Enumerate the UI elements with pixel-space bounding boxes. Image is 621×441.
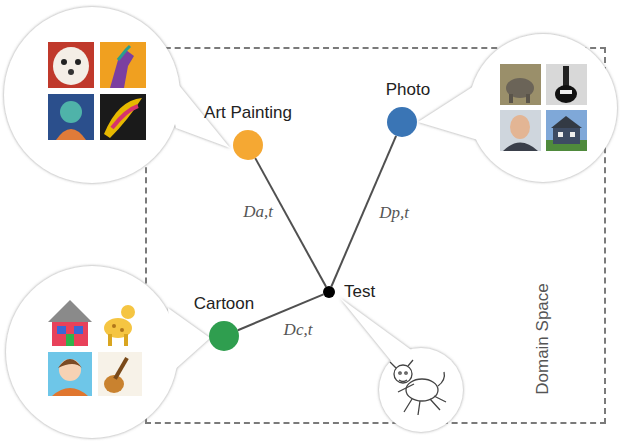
cartoon-bubble bbox=[6, 266, 210, 438]
photo-images bbox=[500, 64, 587, 151]
domain-dot: Art Painting bbox=[233, 130, 263, 160]
node-label: Test bbox=[344, 281, 375, 302]
distance-line bbox=[255, 158, 326, 287]
domain-dot: Cartoon bbox=[209, 321, 239, 351]
distance-label: Dc,t bbox=[282, 320, 315, 340]
cartoon-images bbox=[48, 300, 142, 396]
node-label: Art Painting bbox=[202, 102, 294, 123]
art-bubble bbox=[4, 7, 230, 183]
test-bubble bbox=[340, 298, 463, 432]
distance-label: Da,t bbox=[241, 202, 275, 222]
test-dot: Test bbox=[323, 286, 335, 298]
distance-label: Dp,t bbox=[377, 203, 411, 223]
node-label: Cartoon bbox=[174, 293, 274, 314]
photo-bubble bbox=[418, 34, 617, 182]
art-images bbox=[48, 42, 146, 140]
domain-dot: Photo bbox=[387, 107, 417, 137]
region-label: Domain Space bbox=[533, 281, 553, 397]
node-label: Photo bbox=[368, 79, 448, 100]
test-sketch bbox=[390, 360, 446, 415]
